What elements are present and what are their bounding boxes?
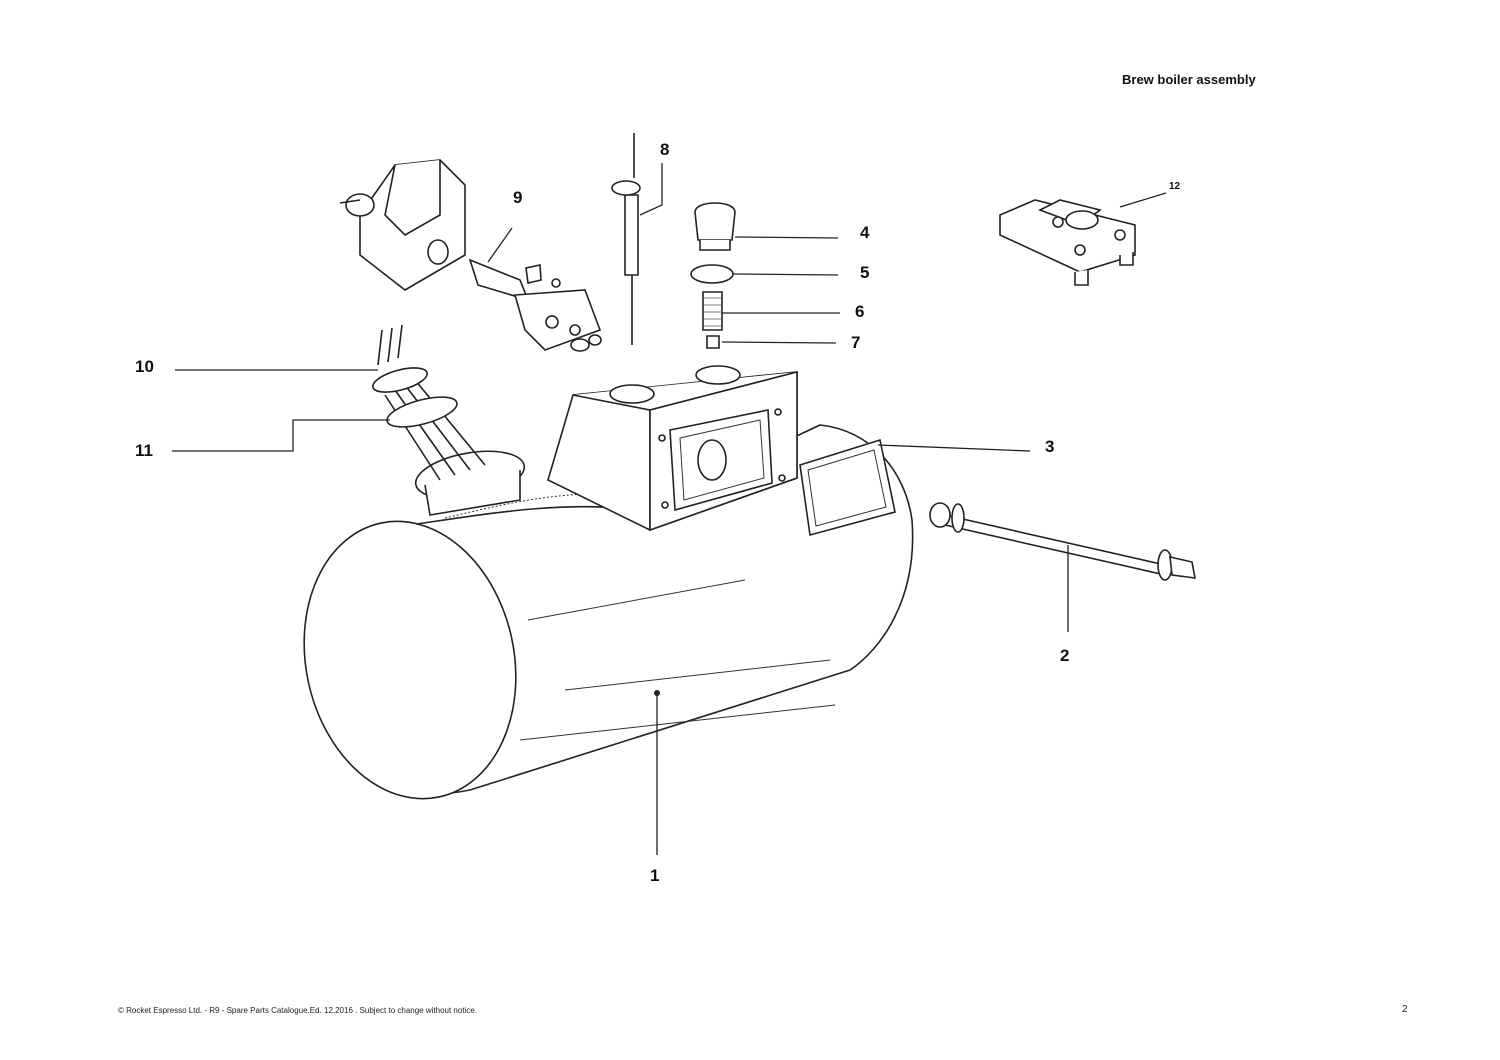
callout-1: 1 xyxy=(650,866,659,885)
leader-lines xyxy=(172,163,1167,855)
callout-12: 12 xyxy=(1169,181,1181,192)
callout-4: 4 xyxy=(860,223,870,242)
heating-element xyxy=(372,324,526,516)
page-title: Brew boiler assembly xyxy=(1122,72,1256,87)
callout-9: 9 xyxy=(513,188,522,207)
top-manifold-block xyxy=(547,365,798,532)
page-number: 2 xyxy=(1402,1004,1408,1015)
boiler-body xyxy=(303,424,914,800)
solenoid-valve xyxy=(339,159,602,352)
callout-7: 7 xyxy=(851,333,860,352)
callout-6: 6 xyxy=(855,302,864,321)
sensor-module xyxy=(999,199,1136,286)
footer-copyright: © Rocket Espresso Ltd. - R9 - Spare Part… xyxy=(118,1006,477,1015)
callout-3: 3 xyxy=(1045,437,1054,456)
boiler-tube xyxy=(929,502,1196,581)
level-probe xyxy=(611,133,641,345)
callout-11: 11 xyxy=(135,441,153,460)
gasket-plate xyxy=(799,438,896,537)
callout-2: 2 xyxy=(1060,646,1069,665)
callout-5: 5 xyxy=(860,263,869,282)
callout-10: 10 xyxy=(135,357,154,376)
callout-8: 8 xyxy=(660,140,669,159)
vent-valve-stack xyxy=(690,202,736,349)
